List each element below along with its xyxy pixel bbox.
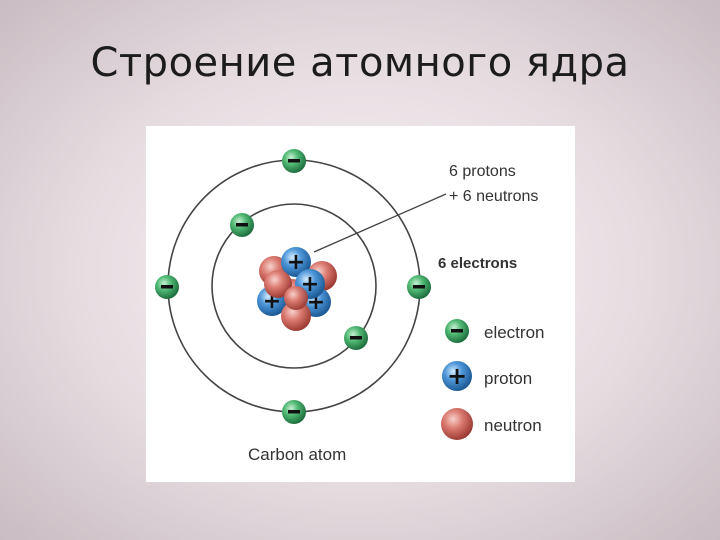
legend-proton-icon: +: [442, 361, 472, 391]
electron: [344, 326, 368, 350]
electron: [282, 400, 306, 424]
svg-text:+: +: [447, 362, 467, 390]
electrons-label: 6 electrons: [438, 255, 517, 272]
diagram-caption: Carbon atom: [248, 445, 346, 464]
inner-orbit: [211, 203, 377, 369]
nucleus-pointer-line: [313, 193, 447, 253]
nucleus-label-neutrons: + 6 neutrons: [449, 188, 538, 205]
electron: [155, 275, 179, 299]
svg-text:+: +: [287, 250, 305, 275]
nucleus-label-protons: 6 protons: [449, 163, 516, 180]
legend: electron + proton neutron: [441, 319, 544, 440]
electron: [282, 149, 306, 173]
neutron: [264, 270, 292, 298]
legend-neutron-icon: [441, 408, 473, 440]
legend-neutron-label: neutron: [484, 416, 542, 435]
atom-diagram-svg: + + + +: [155, 149, 544, 464]
neutron: [281, 301, 311, 331]
nucleus: + + + +: [257, 247, 337, 331]
proton: +: [281, 247, 311, 277]
legend-proton-label: proton: [484, 369, 532, 388]
slide-title: Строение атомного ядра: [90, 40, 630, 86]
atom-diagram: + + + +: [146, 126, 575, 482]
neutron: [284, 286, 308, 310]
proton: [275, 263, 301, 289]
electron: [407, 275, 431, 299]
legend-electron-icon: [445, 319, 469, 343]
legend-electron-label: electron: [484, 323, 544, 342]
electron: [230, 213, 254, 237]
